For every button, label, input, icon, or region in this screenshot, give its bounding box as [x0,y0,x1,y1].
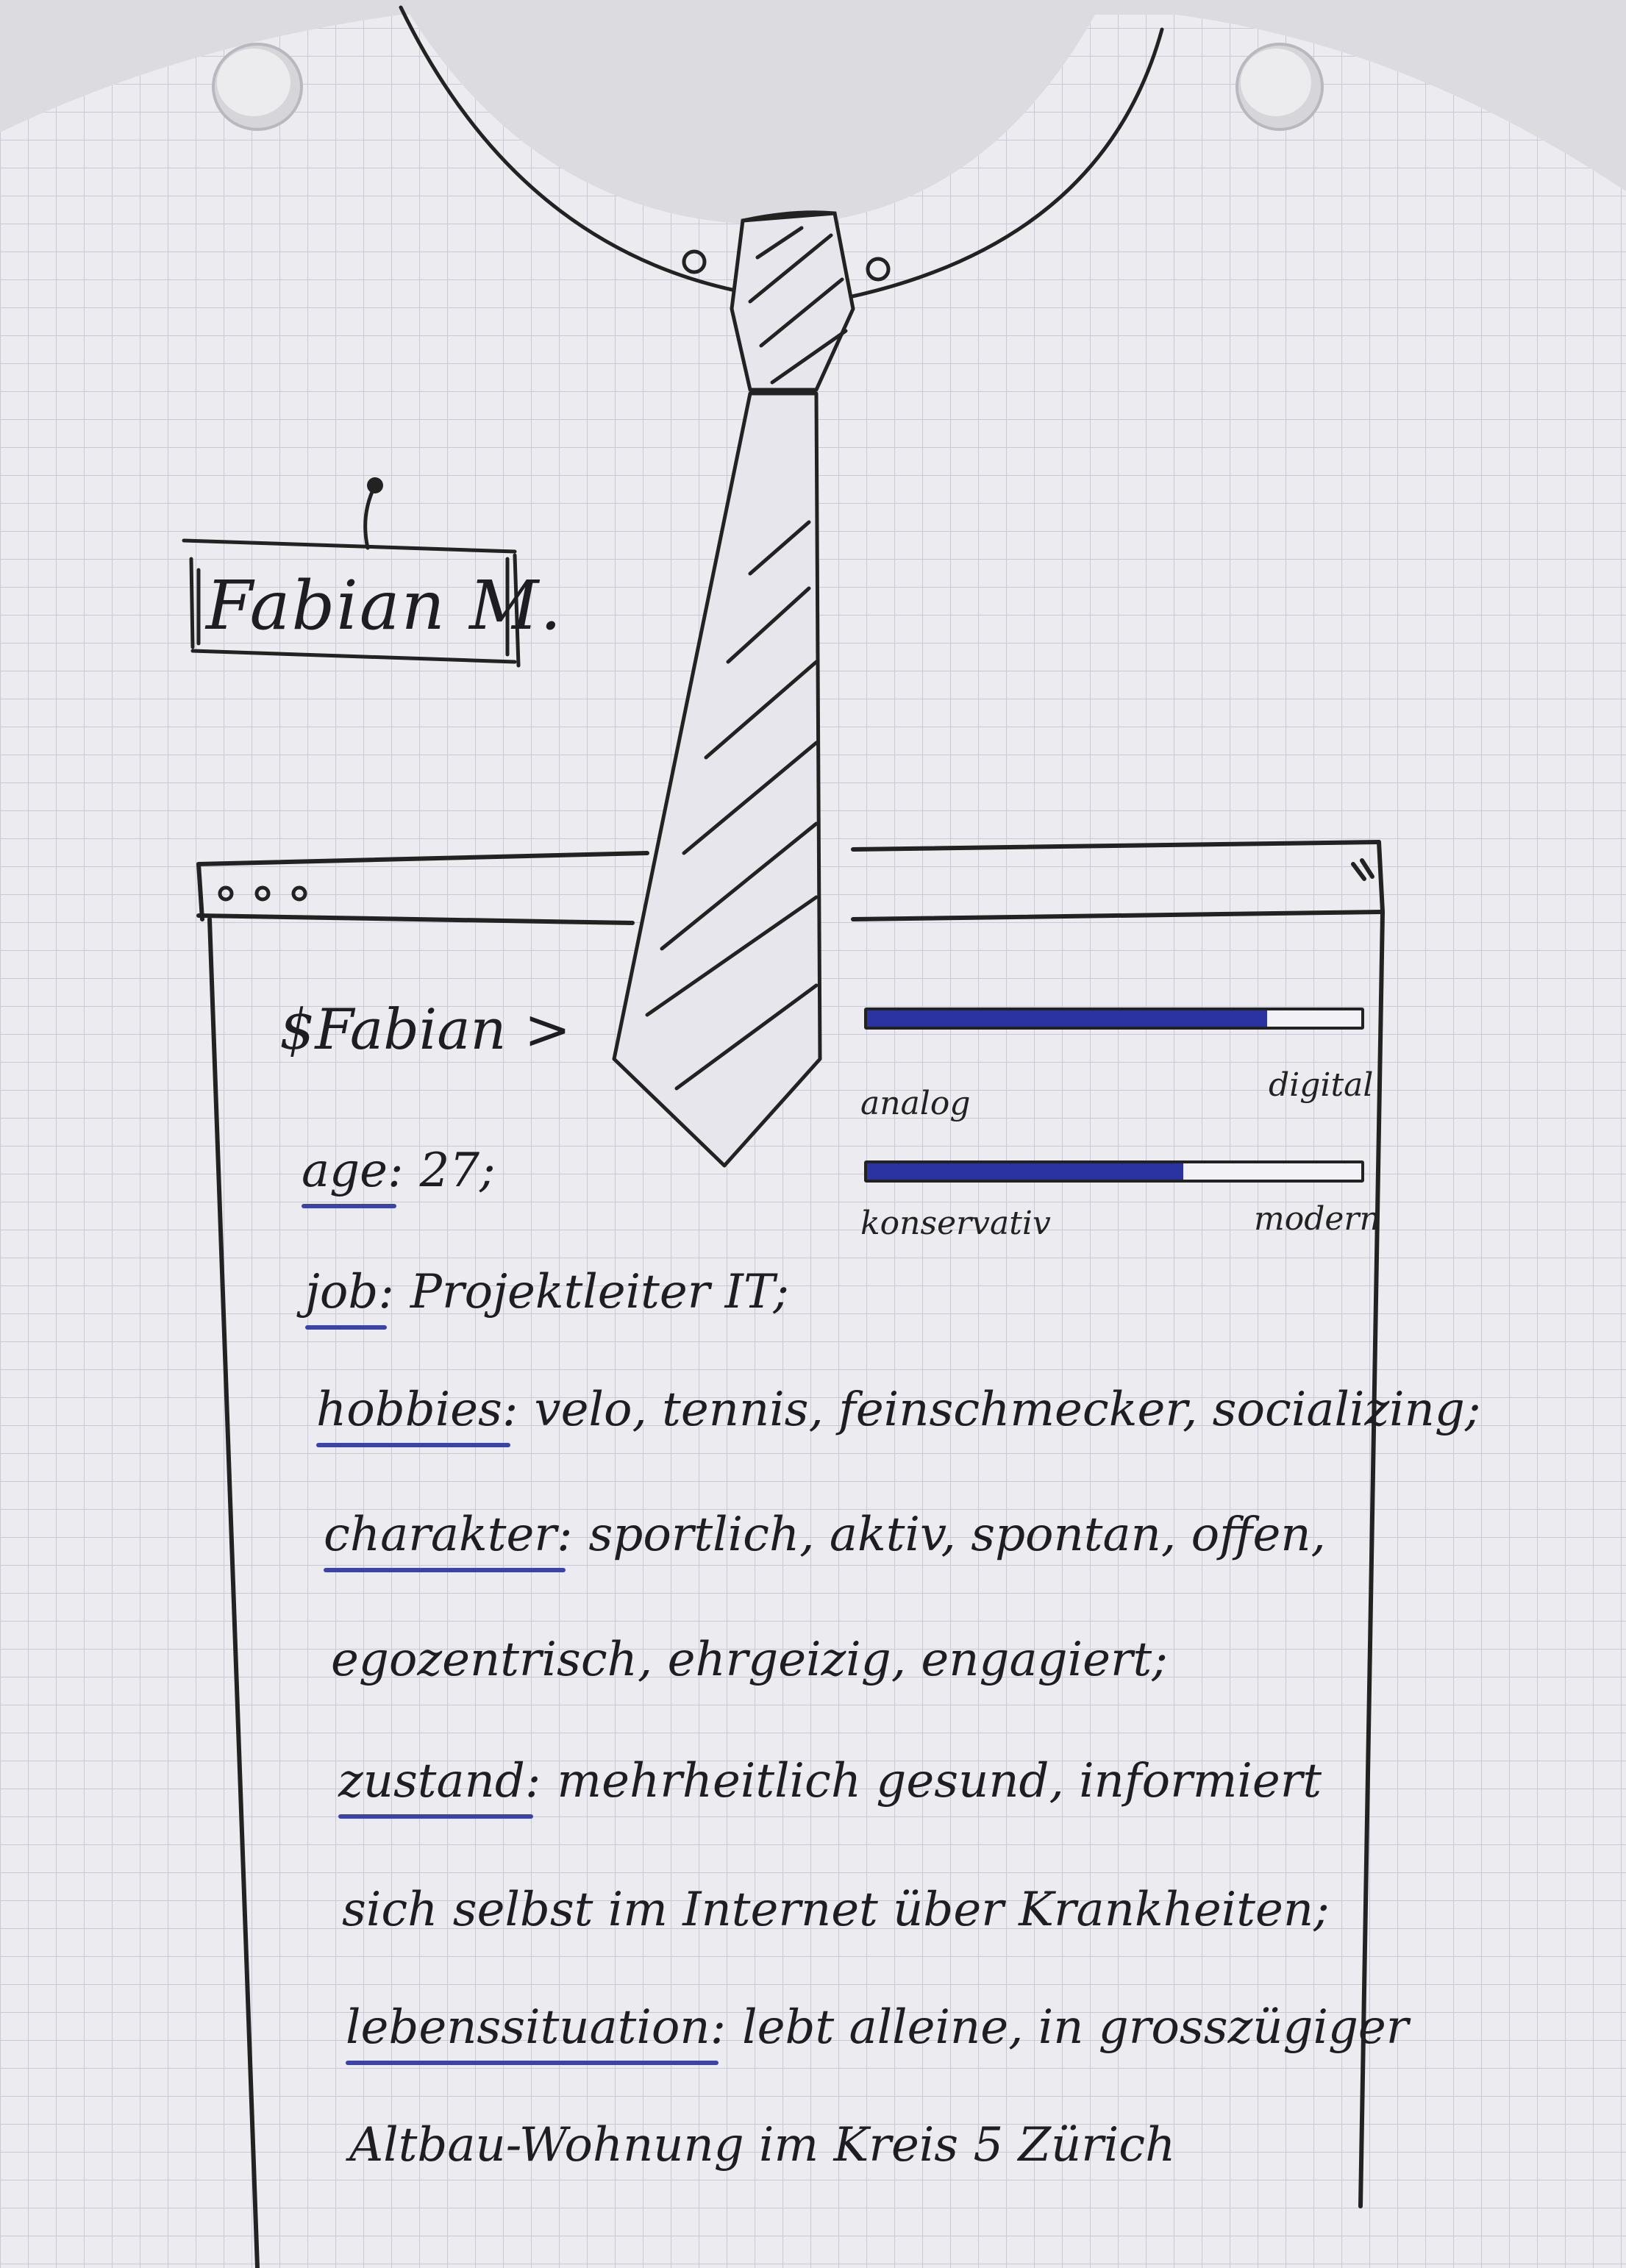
profile-line: egozentrisch, ehrgeizig, engagiert; [331,1633,1168,1687]
magnet-right-icon [1235,43,1324,131]
browser-frame [196,840,1385,2268]
profile-line: Altbau-Wohnung im Kreis 5 Zürich [349,2118,1175,2172]
profile-line: zustand: mehrheitlich gesund, informiert [338,1754,1322,1819]
magnet-left-icon [212,43,303,131]
scale-fill [867,1010,1268,1027]
field-key: charakter: [324,1508,573,1572]
scale-analog-digital [864,1008,1364,1030]
scale-fill [867,1163,1184,1180]
field-value: Projektleiter IT; [410,1265,789,1319]
field-key: job: [305,1265,394,1330]
scale-right-label: modern [1254,1200,1380,1238]
field-key: zustand: [338,1754,541,1819]
scale-left-label: konservativ [860,1205,1051,1242]
pin-icon [367,477,383,493]
nameplate-name: Fabian M. [206,566,563,645]
field-value: velo, tennis, feinschmecker, socializing… [534,1383,1481,1437]
scale-konservativ-modern [864,1160,1364,1183]
field-key: age: [302,1144,404,1208]
profile-line: charakter: sportlich, aktiv, spontan, off… [324,1508,1326,1572]
field-value: lebt alleine, in grosszügiger [742,2000,1409,2055]
nameplate [182,483,521,668]
field-value: Altbau-Wohnung im Kreis 5 Zürich [349,2118,1176,2172]
field-value: sportlich, aktiv, spontan, offen, [588,1508,1326,1562]
window-dots-icon [218,885,307,902]
profile-line: age: 27; [302,1144,496,1208]
terminal-prompt: $Fabian > [279,996,571,1062]
scale-right-label: digital [1269,1066,1374,1104]
profile-line: sich selbst im Internet über Krankheiten… [342,1883,1330,1937]
field-value: egozentrisch, ehrgeizig, engagiert; [331,1633,1168,1687]
profile-line: job: Projektleiter IT; [305,1265,789,1330]
profile-line: hobbies: velo, tennis, feinschmecker, soc… [316,1383,1481,1447]
field-value: 27; [419,1144,496,1198]
field-key: lebenssituation: [346,2000,727,2065]
tie-icon [612,211,855,1168]
neck-cutout [401,0,1103,225]
field-value: mehrheitlich gesund, informiert [557,1754,1322,1808]
field-value: sich selbst im Internet über Krankheiten… [342,1883,1330,1937]
scale-left-label: analog [860,1085,971,1122]
profile-line: lebenssituation: lebt alleine, in grosszü… [346,2000,1409,2065]
field-key: hobbies: [316,1383,518,1447]
